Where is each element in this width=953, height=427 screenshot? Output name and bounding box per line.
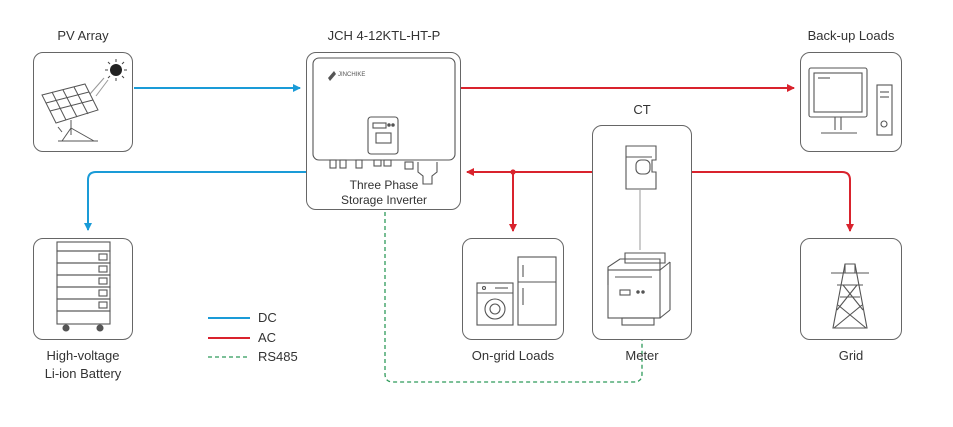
backup-loads-label: Back-up Loads [807,28,895,43]
inverter-caption-line2: Storage Inverter [340,193,428,207]
energy-meter-icon [607,252,671,326]
legend-ac-label: AC [258,330,277,345]
legend-rs485-label: RS485 [258,349,298,364]
appliances-icon [476,256,557,326]
inverter-caption-line1: Three Phase [349,178,419,192]
computer-icon [808,67,893,136]
inverter-title: JCH 4-12KTL-HT-P [327,28,441,43]
battery-label-line2: Li-ion Battery [44,366,122,381]
legend-dc-label: DC [258,310,277,325]
ct-meter-box [592,125,692,340]
current-transformer-icon [625,145,657,190]
battery-stack-icon [56,241,111,332]
legend [208,317,250,358]
rs485-line [384,212,643,383]
transmission-tower-icon [831,263,869,329]
pv-array-label: PV Array [57,28,109,43]
grid-label: Grid [838,348,864,363]
solar-panel-icon [41,59,127,142]
dc-line-inverter-to-battery [84,171,306,231]
ct-label: CT [633,102,651,117]
inverter-brand-text: JINCHIKE [338,72,365,78]
inverter-icon [312,57,456,185]
meter-label: Meter [625,348,659,363]
battery-label-line1: High-voltage [46,348,120,363]
ongrid-loads-label: On-grid Loads [471,348,555,363]
ac-line-ct-to-grid [692,171,854,232]
grid-box [800,238,902,340]
battery-box [33,238,133,340]
